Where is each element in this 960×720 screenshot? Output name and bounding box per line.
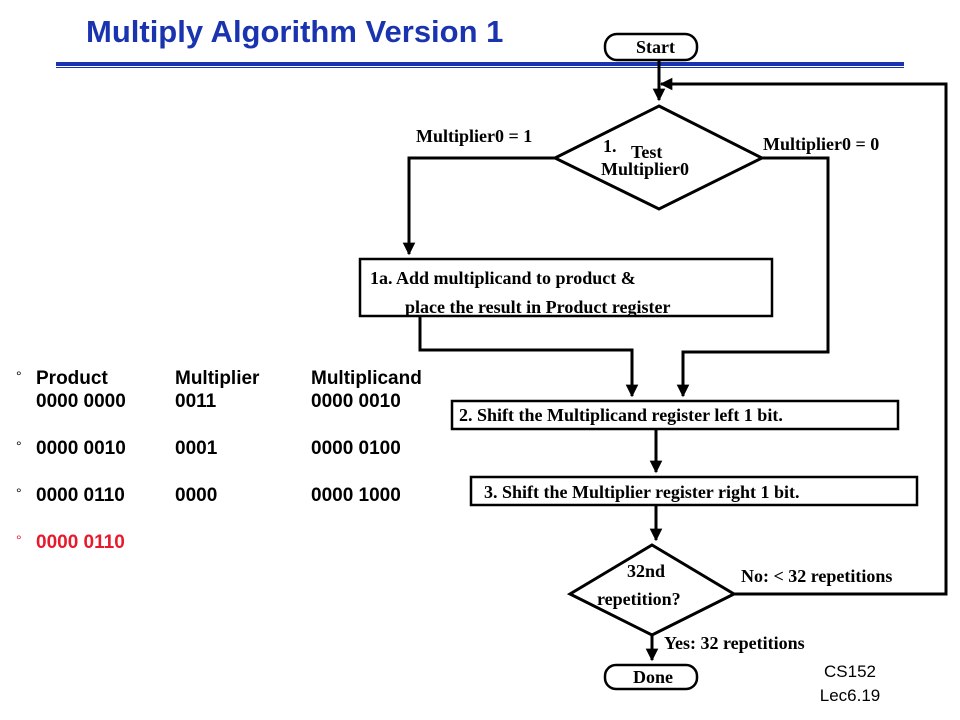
header-product: Product bbox=[36, 368, 108, 389]
bullet-marker: ° bbox=[16, 532, 22, 548]
repetition-line2: repetition? bbox=[597, 589, 681, 609]
arrow-test-to-shift-multiplicand bbox=[676, 156, 830, 398]
test-subject: Multiplier0 bbox=[601, 159, 689, 179]
bullet-marker: ° bbox=[16, 438, 22, 454]
step-1a-line1: 1a. Add multiplicand to product & bbox=[370, 268, 636, 288]
title-underline-thin bbox=[56, 67, 904, 68]
title-underline bbox=[56, 62, 904, 66]
no-branch-label: No: < 32 repetitions bbox=[741, 566, 892, 586]
cell-product: 0000 0000 bbox=[36, 391, 126, 412]
loop-back-line bbox=[659, 77, 948, 596]
lecture-number: Lec6.19 bbox=[819, 686, 881, 705]
test-step-number: 1. bbox=[603, 136, 617, 156]
yes-branch-label: Yes: 32 repetitions bbox=[664, 633, 805, 653]
bullet-marker: ° bbox=[16, 368, 22, 384]
test-decision bbox=[551, 104, 766, 211]
step-1a-box bbox=[358, 257, 774, 318]
bullet-marker: ° bbox=[16, 485, 22, 501]
cell-multiplier: 0000 bbox=[175, 485, 218, 506]
cell-multiplier: 0011 bbox=[175, 391, 217, 412]
step-3-label: 3. Shift the Multiplier register right 1… bbox=[484, 482, 799, 502]
cell-multiplicand: 0000 0010 bbox=[311, 391, 401, 412]
header-multiplicand: Multiplicand bbox=[311, 368, 422, 389]
step-1a-line2: place the result in Product register bbox=[405, 297, 670, 317]
cell-multiplicand: 0000 0100 bbox=[311, 438, 401, 459]
arrow-test-to-add bbox=[402, 156, 555, 256]
done-label: Done bbox=[633, 667, 673, 687]
cell-product: 0000 0110 bbox=[36, 485, 125, 506]
step-3-box bbox=[469, 475, 919, 507]
test-word: Test bbox=[631, 142, 662, 162]
cell-multiplier: 0001 bbox=[175, 438, 218, 459]
step-2-label: 2. Shift the Multiplicand register left … bbox=[459, 405, 783, 425]
final-product: 0000 0110 bbox=[36, 532, 125, 553]
header-multiplier: Multiplier bbox=[175, 368, 260, 389]
slide-footer: CS152 Lec6.19 bbox=[808, 660, 892, 708]
start-label: Start bbox=[636, 37, 675, 57]
arrow-add-to-shift-multiplicand bbox=[418, 316, 639, 398]
done-terminal bbox=[603, 663, 699, 691]
start-terminal bbox=[603, 32, 699, 62]
cell-multiplicand: 0000 1000 bbox=[311, 485, 401, 506]
step-2-box bbox=[450, 399, 900, 431]
slide-title: Multiply Algorithm Version 1 bbox=[86, 14, 504, 49]
branch-label-right: Multiplier0 = 0 bbox=[763, 134, 879, 154]
repetition-line1: 32nd bbox=[627, 561, 665, 581]
branch-label-left: Multiplier0 = 1 bbox=[416, 126, 532, 146]
cell-product: 0000 0010 bbox=[36, 438, 126, 459]
course-code: CS152 bbox=[824, 662, 876, 681]
